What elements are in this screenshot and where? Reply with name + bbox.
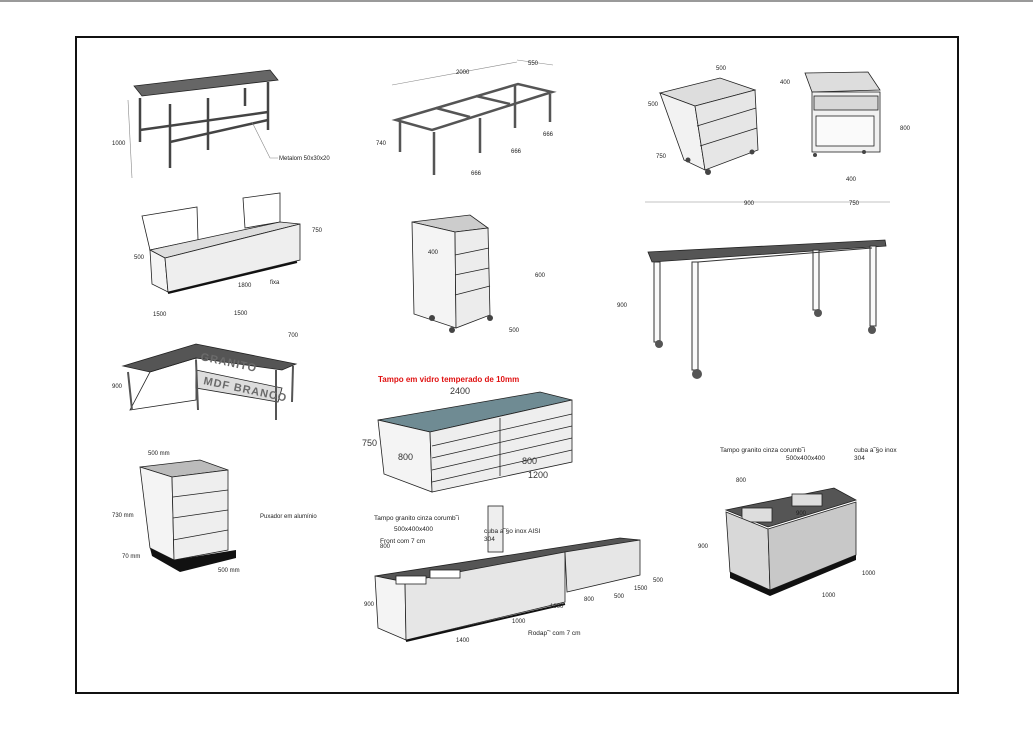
sink-grade-label: 304 xyxy=(484,536,495,543)
top-border xyxy=(0,0,1033,2)
dim-label: 1000 xyxy=(512,619,526,625)
dim-label: 800 xyxy=(736,478,747,484)
dim-label: 800 xyxy=(380,544,391,550)
dim-label: 500 xyxy=(614,594,625,600)
dim-label: 1000 xyxy=(822,593,836,599)
plinth-label: Rodap˜' com 7 cm xyxy=(528,630,581,637)
dim-label: 70 mm xyxy=(122,554,140,560)
top-material-label: Tampo granito cinza corumb˜i xyxy=(720,447,805,454)
dim-label: 1500 xyxy=(634,586,648,592)
note-label: fixa xyxy=(270,280,280,286)
l-table-sketch: GRANITO MDF BRANCO 1500 1500 700 900 xyxy=(112,311,299,420)
dim-label: 500 xyxy=(653,578,664,584)
dim-label: 900 xyxy=(364,602,375,608)
dim-label: 2400 xyxy=(450,386,470,396)
dim-label: 900 xyxy=(617,303,628,309)
dim-label: 500 mm xyxy=(148,451,170,457)
front-label: Front com 7 cm xyxy=(380,538,425,545)
sink-grade-label: 304 xyxy=(854,455,865,462)
dim-label: 600 xyxy=(535,273,546,279)
dim-label: 500 xyxy=(509,328,520,334)
dim-label: 730 mm xyxy=(112,513,134,519)
dim-label: 666 xyxy=(511,149,522,155)
dim-label: 800 xyxy=(398,452,413,462)
dim-label: 740 xyxy=(376,141,387,147)
dim-label: 500 mm xyxy=(218,568,240,574)
rolling-drawers-sketch: 500 500 750 xyxy=(648,66,759,175)
material-label: Metalom 50x30x20 xyxy=(279,156,330,162)
dim-label: 400 xyxy=(428,250,439,256)
dim-label: 2000 xyxy=(456,70,470,76)
sink-label: cuba a˜§o inox AISI xyxy=(484,528,541,535)
dim-label: 750 xyxy=(849,201,860,207)
dim-label: 666 xyxy=(471,171,482,177)
dim-label: 900 xyxy=(698,544,709,550)
dim-label: 750 xyxy=(312,228,323,234)
sink-label: cuba a˜§o inox xyxy=(854,447,897,454)
glass-island-sketch: Tampo em vidro temperado de 10mm 2400 75… xyxy=(362,375,573,493)
dim-label: 1500 xyxy=(234,311,248,317)
drawer-unit-sketch: 400 600 500 xyxy=(411,214,546,334)
sink-cabinet-sketch: Tampo granito cinza corumb˜i 500x400x400… xyxy=(698,447,897,599)
lid-bench-sketch: 750 500 1800 fixa xyxy=(134,192,323,294)
dim-label: 800 xyxy=(900,126,911,132)
drawer-cabinet-sketch: 500 mm 730 mm Puxador em alumínio 70 mm … xyxy=(112,451,317,574)
dim-label: 500 xyxy=(648,102,659,108)
kitchen-counter-sketch: Tampo granito cinza corumb˜i 500x400x400… xyxy=(364,505,664,644)
dim-label: 900 xyxy=(112,384,123,390)
dim-label: 750 xyxy=(362,438,377,448)
long-table-sketch: 900 750 900 xyxy=(617,201,890,379)
metal-table-sketch: 1000 Metalom 50x30x20 xyxy=(112,69,330,179)
top-material-label: Tampo granito cinza corumb˜i xyxy=(374,515,459,522)
dim-label: 400 xyxy=(780,80,791,86)
sink-size-label: 500x400x400 xyxy=(786,455,825,462)
sink-size-label: 500x400x400 xyxy=(394,526,433,533)
dim-label: 1400 xyxy=(456,638,470,644)
dim-label: 800 xyxy=(522,456,537,466)
handle-label: Puxador em alumínio xyxy=(260,514,317,520)
dim-label: 400 xyxy=(846,177,857,183)
small-cabinet-sketch: 400 800 400 xyxy=(780,71,911,183)
dim-label: 1000 xyxy=(112,141,126,147)
dim-label: 1800 xyxy=(238,283,252,289)
frame-bench-sketch: 2000 550 740 666 666 666 xyxy=(376,59,557,177)
dim-label: 1000 xyxy=(550,604,564,610)
dim-label: 500 xyxy=(134,255,145,261)
dim-label: 666 xyxy=(543,132,554,138)
dim-label: 1200 xyxy=(528,470,548,480)
dim-label: 800 xyxy=(584,597,595,603)
dim-label: 700 xyxy=(288,333,299,339)
dim-label: 900 xyxy=(744,201,755,207)
glass-top-title: Tampo em vidro temperado de 10mm xyxy=(378,375,519,384)
dim-label: 1500 xyxy=(153,312,167,318)
dim-label: 750 xyxy=(656,154,667,160)
dim-label: 550 xyxy=(528,61,539,67)
dim-label: 1000 xyxy=(862,571,876,577)
dim-label: 900 xyxy=(796,511,807,517)
dim-label: 500 xyxy=(716,66,727,72)
